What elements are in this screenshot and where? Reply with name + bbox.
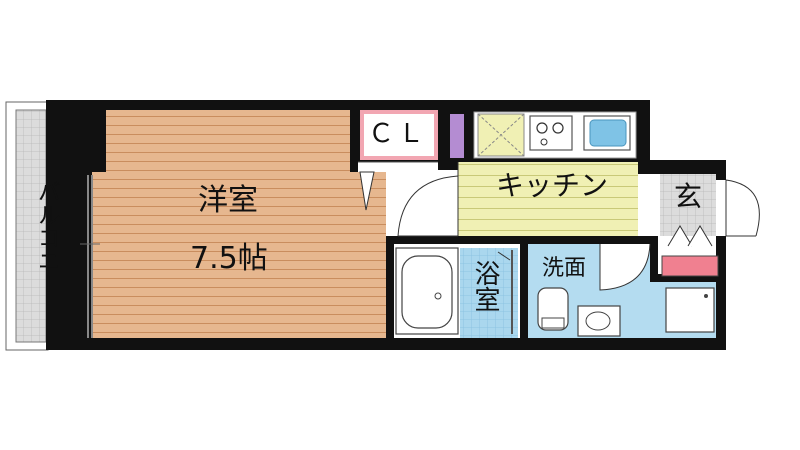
kitchen-label: キッチン: [496, 169, 609, 202]
washroom-label: 洗面: [542, 256, 587, 281]
kitchen-counter: [468, 110, 638, 162]
closet-label: ＣＬ: [368, 119, 429, 149]
western-room-size: 7.5帖: [190, 241, 268, 276]
closet: [358, 110, 438, 211]
walls: [46, 100, 726, 350]
western-room-name: 洋室: [198, 183, 258, 218]
entrance-label: 玄: [674, 180, 703, 213]
balcony-label: バルコニー: [33, 180, 60, 295]
bath-label: 浴室: [470, 260, 500, 312]
fridge-space: [450, 114, 464, 158]
western-room: [80, 110, 386, 338]
balcony: [5, 101, 49, 351]
bathroom: [394, 244, 520, 338]
kitchen-floor: [457, 162, 638, 236]
entrance: [660, 174, 760, 277]
kitchen-door: [397, 175, 459, 237]
washroom: [528, 243, 716, 338]
